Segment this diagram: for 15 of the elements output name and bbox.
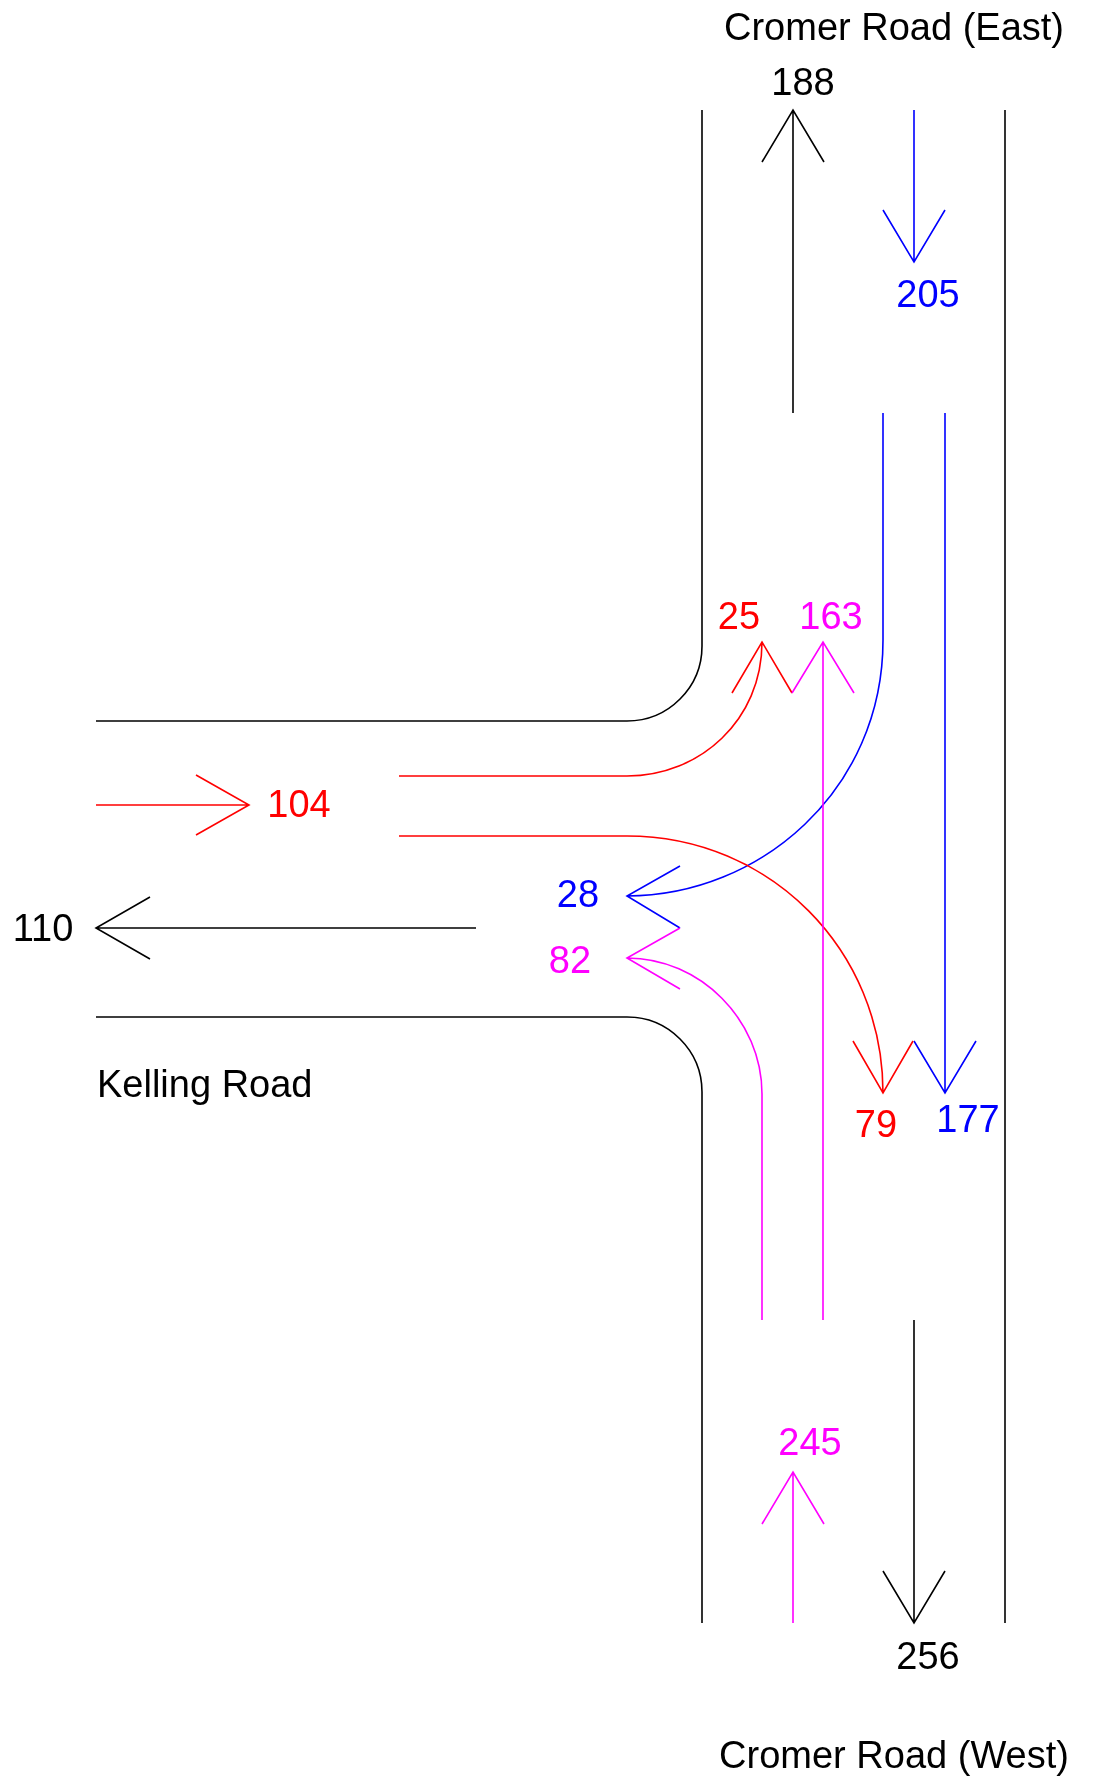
traffic-count: 177 xyxy=(936,1100,1000,1138)
traffic-count: 79 xyxy=(854,1105,898,1143)
traffic-count: 256 xyxy=(896,1637,960,1675)
traffic-count: 163 xyxy=(799,597,863,635)
traffic-count: 28 xyxy=(556,875,600,913)
road-name: Cromer Road (West) xyxy=(719,1736,1069,1774)
traffic-count: 104 xyxy=(267,785,331,823)
road-name: Cromer Road (East) xyxy=(724,8,1064,46)
traffic-count: 25 xyxy=(717,597,761,635)
traffic-count: 82 xyxy=(548,941,592,979)
road-name: Kelling Road xyxy=(97,1065,313,1103)
traffic-count: 245 xyxy=(778,1423,842,1461)
traffic-count: 188 xyxy=(771,63,835,101)
traffic-count: 205 xyxy=(896,275,960,313)
traffic-count: 110 xyxy=(12,909,74,947)
